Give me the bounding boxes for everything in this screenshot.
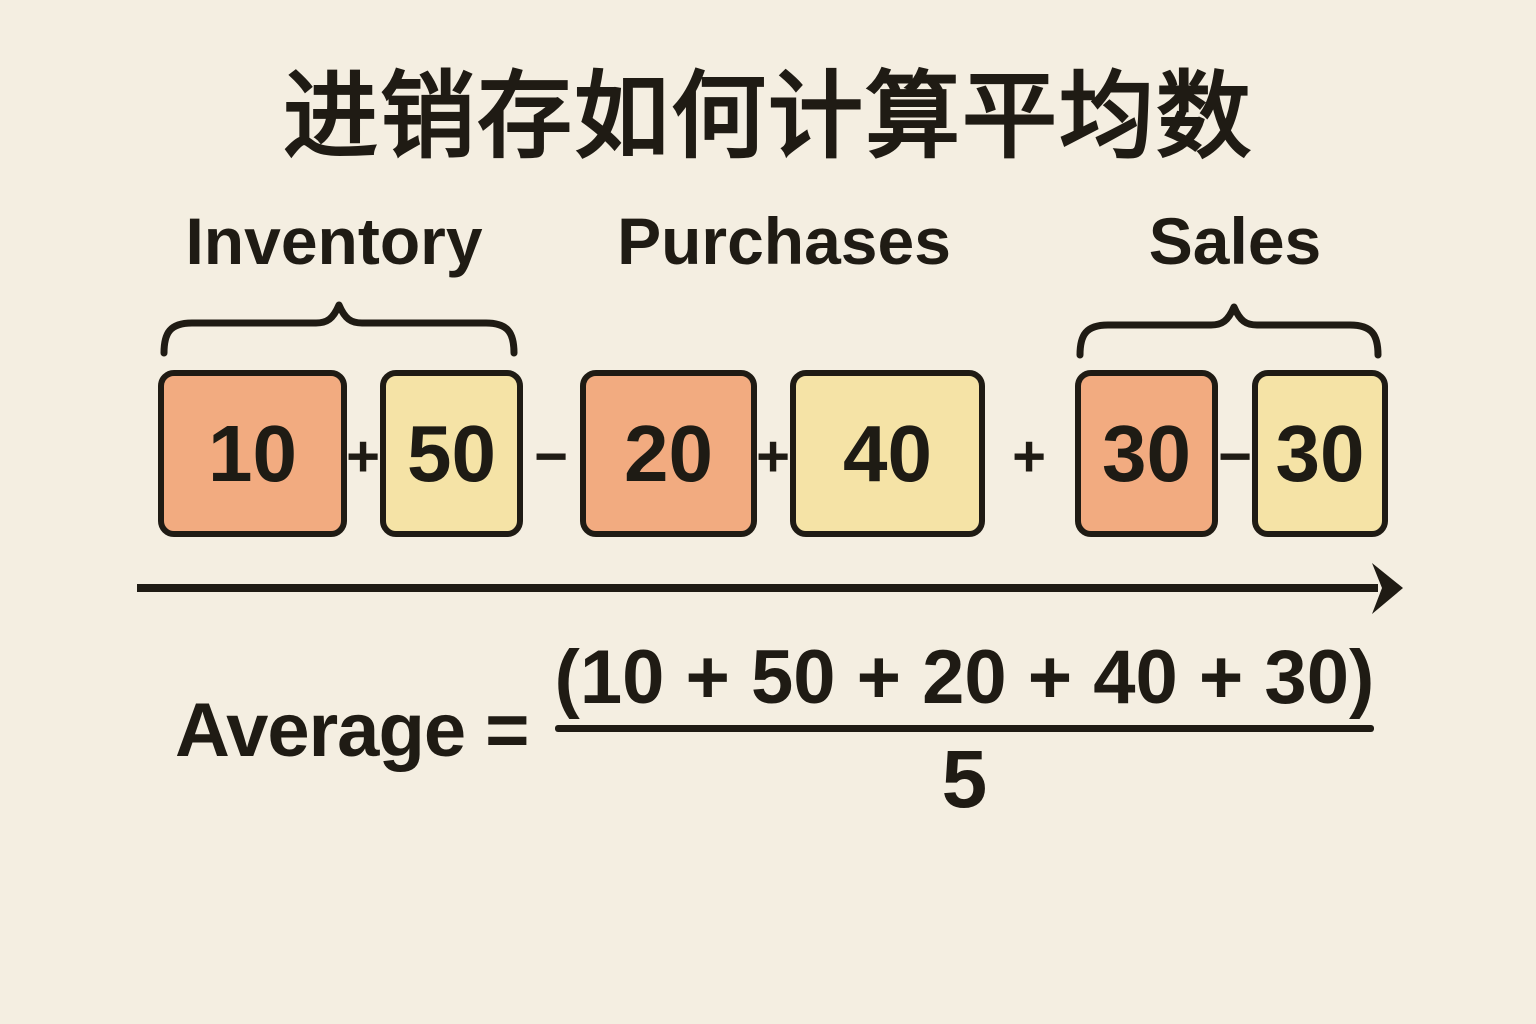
fraction-denominator: 5 (941, 734, 988, 826)
average-formula: Average = (10 + 50 + 20 + 40 + 30) 5 (175, 634, 1375, 826)
minus-operator: − (534, 424, 568, 489)
timeline-arrow-icon (137, 563, 1403, 614)
fraction-bar (554, 725, 1375, 733)
box-value: 30 (1102, 408, 1191, 498)
group-label-sales: Sales (1148, 204, 1322, 278)
inventory-box-ending: 50 (380, 370, 523, 537)
box-value: 20 (624, 408, 713, 498)
group-label-purchases: Purchases (617, 204, 951, 278)
equals-sign: = (485, 687, 529, 773)
sales-box-second: 30 (1252, 370, 1388, 537)
box-value: 30 (1275, 408, 1365, 498)
purchases-box-first: 20 (580, 370, 757, 537)
fraction: (10 + 50 + 20 + 40 + 30) 5 (554, 634, 1375, 826)
box-value: 10 (208, 408, 297, 498)
fraction-numerator: (10 + 50 + 20 + 40 + 30) (554, 634, 1375, 720)
inventory-brace-icon (160, 301, 518, 357)
sales-box-first: 30 (1075, 370, 1218, 537)
plus-operator: + (346, 424, 380, 489)
purchases-box-second: 40 (790, 370, 985, 537)
sales-brace-icon (1076, 303, 1382, 359)
group-label-inventory: Inventory (185, 204, 483, 278)
box-value: 40 (843, 408, 932, 498)
page-title: 进销存如何计算平均数 (282, 64, 1253, 170)
minus-operator: − (1218, 424, 1252, 489)
box-value: 50 (407, 408, 496, 498)
formula-average-label: Average (175, 687, 466, 773)
plus-operator: + (1012, 424, 1046, 489)
plus-operator: + (756, 424, 790, 489)
inventory-box-opening: 10 (158, 370, 347, 537)
